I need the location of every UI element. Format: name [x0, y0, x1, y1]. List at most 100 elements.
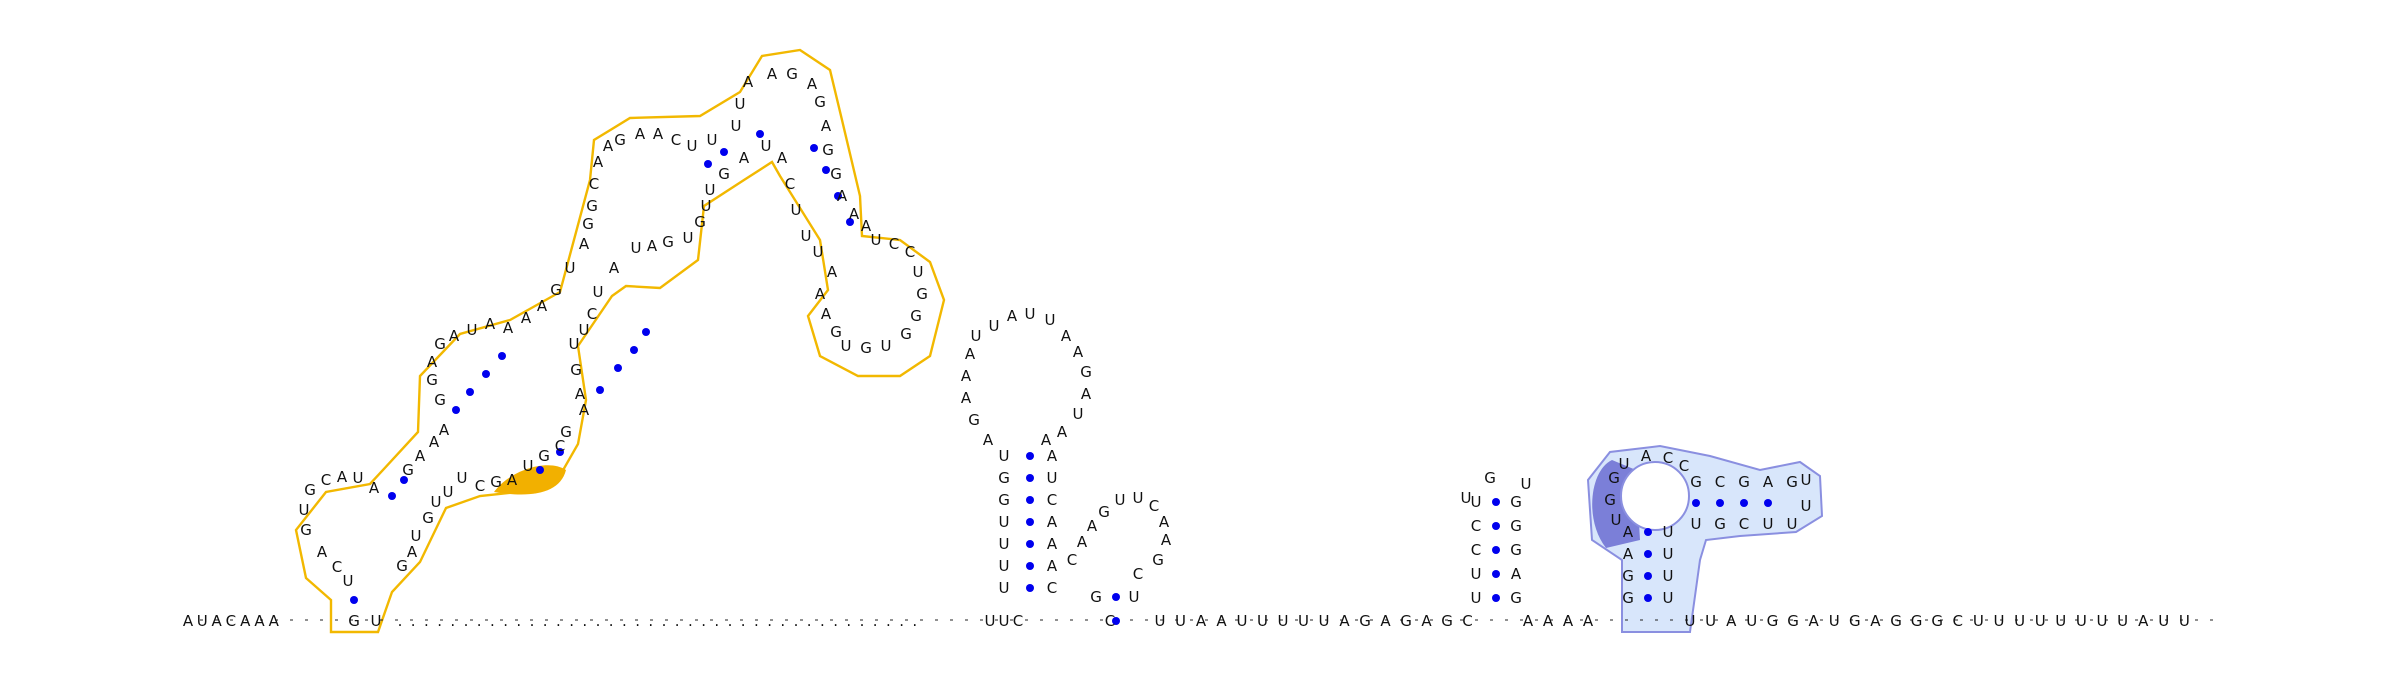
domain-1-base: U	[701, 197, 712, 215]
hairpin-1-base: C	[332, 558, 342, 576]
spacer-base: G	[1359, 612, 1371, 630]
trailer-base: G	[1931, 612, 1943, 630]
pseudoknot-helix: G	[1738, 473, 1750, 491]
domain-1-base: G	[560, 423, 572, 441]
domain-1-base: A	[827, 263, 838, 281]
trailer-base: A	[1808, 612, 1819, 630]
domain-1-base: U	[411, 527, 422, 545]
hairpin-2-stem: U	[999, 579, 1010, 597]
hairpin-2-loop: A	[1061, 327, 1072, 345]
spacer-base: U	[1257, 612, 1268, 630]
linker-dot: .	[424, 612, 429, 630]
domain-1-base: A	[647, 237, 658, 255]
hairpin-2-loop: A	[1081, 385, 1092, 403]
base-pair-dot	[1644, 594, 1652, 602]
hairpin-4-stem: C	[1471, 517, 1481, 535]
leader-base: C	[226, 612, 236, 630]
pseudoknot-stem: U	[1663, 589, 1674, 607]
domain-1-base: U	[593, 283, 604, 301]
hairpin-2-loop: U	[989, 317, 1000, 335]
base-pair-dot	[1692, 499, 1700, 507]
base-pair-dot	[704, 160, 712, 168]
domain-1-base: U	[705, 181, 716, 199]
linker-dot: .	[662, 612, 667, 630]
spacer-base: A	[1380, 612, 1391, 630]
base-pair-dot	[822, 166, 830, 174]
pseudoknot-loop: C	[1663, 449, 1673, 467]
hairpin-4-stem: G	[1510, 517, 1522, 535]
hairpin-2-loop: A	[1041, 431, 1052, 449]
domain-1-base: G	[822, 141, 834, 159]
hairpin-3-base: C	[1133, 565, 1143, 583]
base-pair-dot	[756, 130, 764, 138]
spacer-base: G	[1441, 612, 1453, 630]
domain-1-base: U	[841, 337, 852, 355]
domain-1-base: A	[603, 137, 614, 155]
domain-1-base: U	[457, 469, 468, 487]
hairpin-4-stem: C	[1471, 541, 1481, 559]
base-pair-dot	[642, 328, 650, 336]
hairpin-2-loop: A	[1007, 307, 1018, 325]
domain-1-base: U	[801, 227, 812, 245]
linker-dot: .	[820, 612, 825, 630]
base-pair-dot	[400, 476, 408, 484]
spacer-2-base: A	[1583, 612, 1594, 630]
domain-1-base: A	[653, 125, 664, 143]
domain-1-base: U	[791, 201, 802, 219]
linker-dot: .	[556, 612, 561, 630]
trailer-base: G	[1767, 612, 1779, 630]
domain-1-base: U	[731, 117, 742, 135]
domain-1-base: U	[707, 131, 718, 149]
base-pair-dot	[596, 386, 604, 394]
linker-dot: .	[543, 612, 548, 630]
hairpin-1-base: U	[353, 469, 364, 487]
hairpin-2-loop: A	[961, 389, 972, 407]
hairpin-3-base: A	[1077, 533, 1088, 551]
leader-base: A	[211, 612, 222, 630]
hairpin-3-base: C	[1105, 612, 1115, 630]
linker-dot: .	[860, 612, 865, 630]
base-pair-dot	[1026, 518, 1034, 526]
spacer-base: G	[1400, 612, 1412, 630]
pseudoknot-helix: U	[1801, 497, 1812, 515]
domain-1-base: A	[449, 327, 460, 345]
domain-1-base: U	[431, 493, 442, 511]
domain-1-base: G	[830, 323, 842, 341]
base-pair-dot	[1492, 570, 1500, 578]
domain-1-base: G	[538, 447, 550, 465]
domain-highlights	[294, 48, 1824, 634]
leader-base: U	[197, 612, 208, 630]
base-pair-dot	[452, 406, 460, 414]
linker-dot: .	[530, 612, 535, 630]
domain-1-base: G	[422, 509, 434, 527]
pseudoknot-stem: A	[1623, 523, 1634, 541]
hairpin-3-base: C	[1149, 497, 1159, 515]
pseudoknot-stem: U	[1663, 567, 1674, 585]
base-pair-dot	[1740, 499, 1748, 507]
hairpin-1-base: G	[304, 481, 316, 499]
pseudoknot-helix: C	[1739, 515, 1749, 533]
hairpin-4-stem: U	[1471, 565, 1482, 583]
pseudoknot-helix: U	[1787, 515, 1798, 533]
domain-1-outline	[294, 48, 946, 634]
hairpin-4-loop: U	[1521, 475, 1532, 493]
domain-1-base: C	[587, 305, 597, 323]
base-pair-dot	[536, 466, 544, 474]
linker-dot: .	[437, 612, 442, 630]
hairpin-4-stem: G	[1510, 589, 1522, 607]
linker-dot: .	[596, 612, 601, 630]
trailer-base: U	[2117, 612, 2128, 630]
linker-dot: .	[582, 612, 587, 630]
domain-1-base: U	[631, 239, 642, 257]
spacer-base: U	[1175, 612, 1186, 630]
spacer-base: U	[1237, 612, 1248, 630]
linker-dot: .	[490, 612, 495, 630]
hairpin-1-base: A	[369, 479, 380, 497]
hairpin-4-loop: U	[1461, 489, 1472, 507]
hairpin-4-stem: G	[1510, 493, 1522, 511]
trailer-base: U	[2014, 612, 2025, 630]
trailer-base: G	[1911, 612, 1923, 630]
spacer-base: U	[1278, 612, 1289, 630]
hairpin-1-base: G	[300, 521, 312, 539]
